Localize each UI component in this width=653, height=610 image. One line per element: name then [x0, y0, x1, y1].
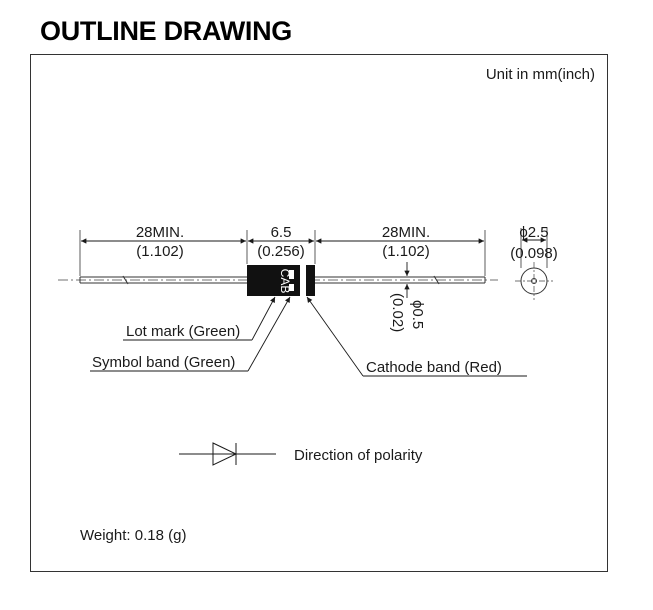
page-title: OUTLINE DRAWING	[40, 16, 292, 46]
symbol-band-lower	[289, 284, 294, 291]
left-lead	[79, 275, 247, 285]
body-diameter-mm: ϕ2.5	[519, 224, 548, 241]
lead-diameter-mm: ϕ0.5	[409, 300, 426, 329]
callout-leaders	[90, 296, 527, 377]
weight-label: Weight: 0.18 (g)	[80, 527, 186, 544]
cathode-band-label: Cathode band (Red)	[366, 359, 502, 376]
symbol-band	[289, 270, 294, 279]
symbol-band-label: Symbol band (Green)	[92, 354, 235, 371]
drawing-frame	[30, 54, 608, 572]
lot-mark-text: CAB	[278, 269, 292, 294]
lead-diameter-inch: (0.02)	[389, 293, 406, 332]
right-lead-inch: (1.102)	[382, 243, 430, 260]
right-lead	[315, 275, 486, 285]
polarity-label: Direction of polarity	[294, 447, 423, 464]
end-view	[515, 228, 553, 300]
left-lead-mm: 28MIN.	[136, 224, 184, 241]
body-length-mm: 6.5	[271, 224, 292, 241]
lot-mark-label: Lot mark (Green)	[126, 323, 240, 340]
extension-lines	[79, 230, 486, 276]
body-diameter-inch: (0.098)	[510, 245, 558, 262]
body-length-inch: (0.256)	[257, 243, 305, 260]
diode-symbol-icon	[179, 442, 276, 466]
right-lead-mm: 28MIN.	[382, 224, 430, 241]
cathode-band	[300, 265, 306, 296]
left-lead-inch: (1.102)	[136, 243, 184, 260]
unit-note: Unit in mm(inch)	[486, 66, 595, 83]
